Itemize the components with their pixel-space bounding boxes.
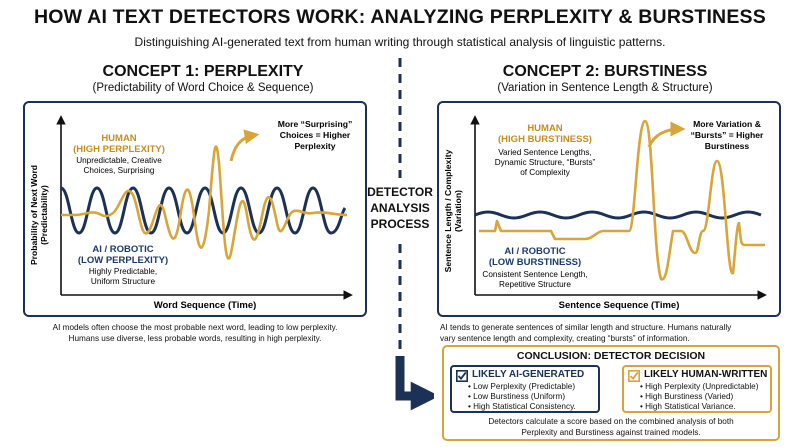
perplexity-x-label: Word Sequence (Time) <box>154 300 257 311</box>
perplexity-human-desc-2: Choices, Surprising <box>84 166 155 175</box>
conclusion-panel: CONCLUSION: DETECTOR DECISION LIKELY AI-… <box>442 345 780 441</box>
ai-generated-item-1: • Low Perplexity (Predictable) <box>468 382 576 391</box>
burstiness-human-title: HUMAN <box>527 123 562 134</box>
burstiness-caption: AI tends to generate sentences of simila… <box>440 322 788 344</box>
perplexity-chart: Probability of Next Word (Predictability… <box>29 115 353 311</box>
burstiness-callout-1: More Variation & <box>693 119 761 129</box>
ai-perplexity-wave <box>60 186 347 235</box>
burstiness-ai-sub: (LOW BURSTINESS) <box>489 257 581 268</box>
detector-label-line-3: PROCESS <box>370 217 430 231</box>
burstiness-callout-3: Burstiness <box>705 141 750 151</box>
detector-flow-graphic <box>395 58 434 411</box>
human-written-box: LIKELY HUMAN-WRITTEN • High Perplexity (… <box>622 365 772 413</box>
main-subtitle: Distinguishing AI-generated text from hu… <box>134 35 666 49</box>
checkbox-check-icon <box>456 370 468 382</box>
perplexity-human-sub: (HIGH PERPLEXITY) <box>73 144 165 155</box>
burstiness-human-desc-3: of Complexity <box>520 168 571 177</box>
burstiness-title: CONCEPT 2: BURSTINESS <box>502 63 708 80</box>
burstiness-human-desc-1: Varied Sentence Lengths, <box>498 148 592 157</box>
perplexity-ai-title: AI / ROBOTIC <box>92 244 153 255</box>
detector-label-line-1: DETECTOR <box>367 185 433 199</box>
perplexity-human-title: HUMAN <box>101 133 136 144</box>
burstiness-ai-title: AI / ROBOTIC <box>504 246 565 257</box>
burstiness-human-desc-2: Dynamic Structure, “Bursts” <box>495 158 596 167</box>
human-written-title: LIKELY HUMAN-WRITTEN <box>644 369 768 380</box>
ai-generated-item-3: • High Statistical Consistency. <box>468 402 576 411</box>
perplexity-caption-line-2: Humans use diverse, less probable words,… <box>68 334 322 343</box>
detector-label-line-2: ANALYSIS <box>370 201 430 215</box>
burstiness-caption-line-2: vary sentence length and complexity, cre… <box>440 334 690 343</box>
decision-arrow <box>395 356 434 411</box>
human-written-item-2: • High Burstiness (Varied) <box>640 392 734 401</box>
perplexity-ai-sub: (LOW PERPLEXITY) <box>78 255 168 266</box>
main-title: HOW AI TEXT DETECTORS WORK: ANALYZING PE… <box>34 6 766 28</box>
burstiness-caption-line-1: AI tends to generate sentences of simila… <box>440 323 732 332</box>
burstiness-human-sub: (HIGH BURSTINESS) <box>498 134 592 145</box>
perplexity-ai-desc-2: Uniform Structure <box>91 277 156 286</box>
perplexity-callout-3: Perplexity <box>294 141 335 151</box>
conclusion-footer-line-1: Detectors calculate a score based on the… <box>488 417 734 426</box>
burstiness-ai-desc-1: Consistent Sentence Length, <box>482 270 587 279</box>
perplexity-callout-1: More “Surprising” <box>278 119 353 129</box>
perplexity-human-desc-1: Unpredictable, Creative <box>76 156 162 165</box>
ai-burstiness-wave <box>474 210 762 220</box>
detector-process-label: DETECTOR ANALYSIS PROCESS <box>350 184 450 232</box>
burstiness-panel: Sentence Length / Complexity (Variation)… <box>437 101 781 317</box>
perplexity-subtitle: (Predictability of Word Choice & Sequenc… <box>92 82 314 94</box>
burstiness-ai-desc-2: Repetitive Structure <box>499 280 571 289</box>
checkbox-check-icon <box>628 370 640 382</box>
perplexity-ai-desc-1: Highly Predictable, <box>89 267 157 276</box>
human-perplexity-wave <box>61 145 348 260</box>
burstiness-chart: Sentence Length / Complexity (Variation)… <box>443 115 767 311</box>
perplexity-caption-line-1: AI models often choose the most probable… <box>52 323 338 332</box>
human-written-item-1: • High Perplexity (Unpredictable) <box>640 382 759 391</box>
burstiness-subtitle: (Variation in Sentence Length & Structur… <box>497 82 713 94</box>
perplexity-y-label: Probability of Next Word <box>29 165 39 265</box>
burstiness-y-label-2: (Variation) <box>453 190 463 232</box>
conclusion-footer-line-2: Perplexity and Burstiness against traine… <box>521 428 701 437</box>
ai-generated-title: LIKELY AI-GENERATED <box>472 369 585 380</box>
human-written-item-3: • High Statistical Variance. <box>640 402 736 411</box>
ai-generated-item-2: • Low Burstiness (Uniform) <box>468 392 566 401</box>
perplexity-callout-arrow <box>229 129 260 162</box>
burstiness-y-label: Sentence Length / Complexity <box>443 149 453 272</box>
burstiness-x-label: Sentence Sequence (Time) <box>559 300 680 311</box>
human-burstiness-wave <box>479 119 765 281</box>
conclusion-footer: Detectors calculate a score based on the… <box>444 416 778 438</box>
perplexity-panel: Probability of Next Word (Predictability… <box>23 101 367 317</box>
perplexity-callout-2: Choices = Higher <box>280 130 351 140</box>
perplexity-caption: AI models often choose the most probable… <box>23 322 367 344</box>
ai-generated-box: LIKELY AI-GENERATED • Low Perplexity (Pr… <box>450 365 600 413</box>
conclusion-title: CONCLUSION: DETECTOR DECISION <box>516 350 706 362</box>
burstiness-callout-arrow <box>647 121 686 148</box>
perplexity-y-label-2: (Predictability) <box>39 185 49 245</box>
burstiness-callout-2: “Bursts” = Higher <box>691 130 764 140</box>
perplexity-title: CONCEPT 1: PERPLEXITY <box>102 63 304 80</box>
